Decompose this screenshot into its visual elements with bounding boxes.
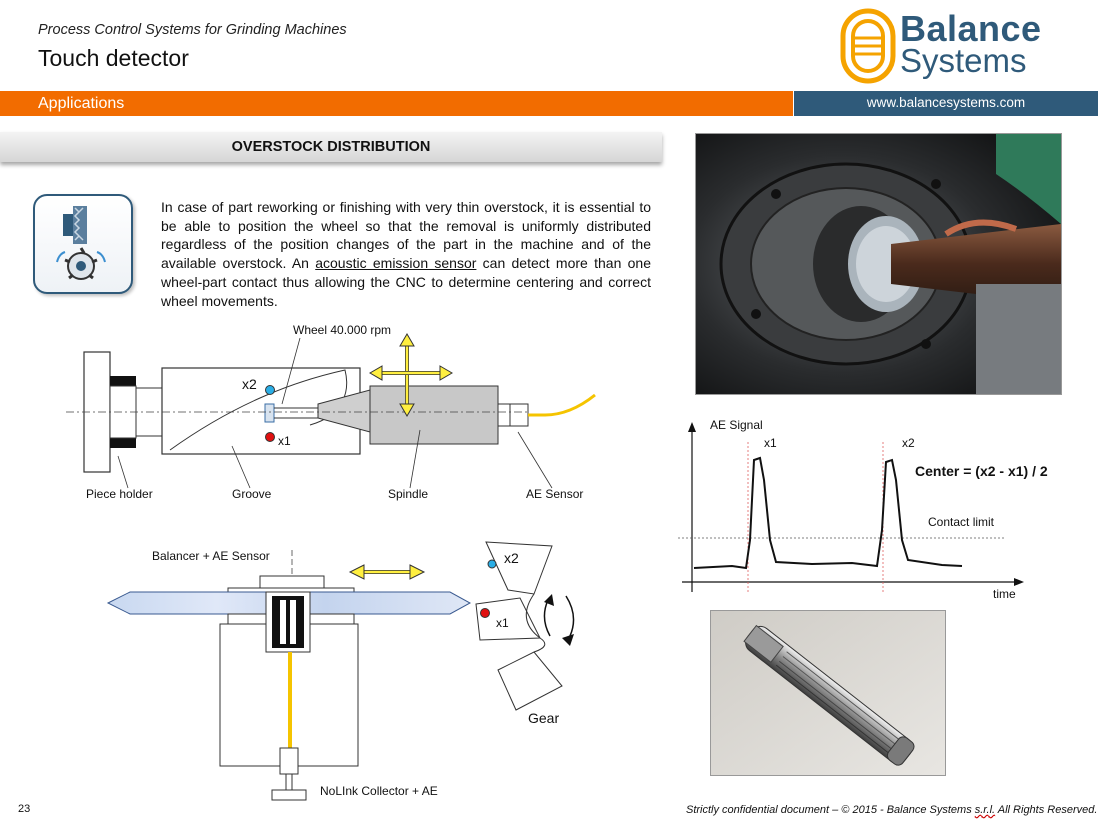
groove-label: Groove <box>232 487 272 501</box>
balancer-diagram <box>106 541 575 801</box>
piece-holder-label: Piece holder <box>86 487 153 501</box>
application-icon <box>33 194 133 294</box>
footer-copyright: Strictly confidential document – © 2015 … <box>686 804 1097 816</box>
page-number: 23 <box>18 803 31 815</box>
center-formula: Center = (x2 - x1) / 2 <box>915 463 1048 479</box>
website-bar: www.balancesystems.com <box>794 91 1098 116</box>
shaft-part-photo <box>710 610 946 776</box>
balance-logo-icon <box>840 8 896 84</box>
grinding-wheel-gear-icon <box>56 206 106 280</box>
website-link[interactable]: www.balancesystems.com <box>866 95 1026 110</box>
splined-shaft-photo-image <box>711 611 945 775</box>
intro-paragraph: In case of part reworking or finishing w… <box>161 198 651 310</box>
graph-x2-label: x2 <box>902 436 915 450</box>
ae-sensor-box <box>509 403 529 427</box>
intro-text-part2: can detect more than one wheel-part cont… <box>161 255 651 309</box>
x1-point <box>265 432 275 442</box>
spindle-diagram <box>66 333 596 489</box>
wheel-label: Wheel 40.000 rpm <box>293 323 392 337</box>
ae-sensor-label: AE Sensor <box>526 487 584 501</box>
gear-x2-label: x2 <box>504 550 519 566</box>
x2-label: x2 <box>242 376 257 392</box>
section-title-bar: OVERSTOCK DISTRIBUTION <box>0 132 662 162</box>
graph-x1-label: x1 <box>764 436 777 450</box>
ae-signal-graph <box>678 422 1024 592</box>
footer-text-part2: All Rights Reserved. <box>995 804 1098 816</box>
ae-signal-curve <box>693 456 963 570</box>
acoustic-emission-sensor-link[interactable]: acoustic emission sensor <box>315 255 477 272</box>
page-title: Touch detector <box>38 45 189 71</box>
movement-arrows-icon <box>369 333 453 417</box>
section-label-bar: Applications <box>0 91 793 116</box>
footer-text-part1: Strictly confidential document – © 2015 … <box>686 804 975 816</box>
grinding-machine-photo-image <box>696 134 1061 394</box>
gear-tooth-x2 <box>485 541 553 595</box>
machine-photo <box>695 133 1062 395</box>
time-axis-label: time <box>993 587 1016 601</box>
contact-limit-label: Contact limit <box>928 515 995 529</box>
ae-signal-label: AE Signal <box>710 418 763 432</box>
logo-text-systems: Systems <box>900 42 1027 79</box>
logo-text-balance: Balance <box>900 8 1042 49</box>
x2-point <box>265 385 275 395</box>
gear-label: Gear <box>528 710 560 726</box>
spindle-label: Spindle <box>388 487 429 501</box>
horizontal-movement-arrow-icon <box>348 564 426 580</box>
collector-label: NoLInk Collector + AE <box>320 784 438 798</box>
balancer-label: Balancer + AE Sensor <box>152 549 270 563</box>
x1-label: x1 <box>278 434 291 448</box>
intro-text-part1: In case of part reworking or finishing w… <box>161 199 651 272</box>
footer-company-suffix: s.r.l. <box>974 804 996 816</box>
document-subtitle: Process Control Systems for Grinding Mac… <box>38 22 347 38</box>
section-title: OVERSTOCK DISTRIBUTION <box>231 139 431 155</box>
gear-x1-label: x1 <box>496 616 509 630</box>
section-label: Applications <box>38 95 125 112</box>
spindle-body <box>369 385 499 445</box>
